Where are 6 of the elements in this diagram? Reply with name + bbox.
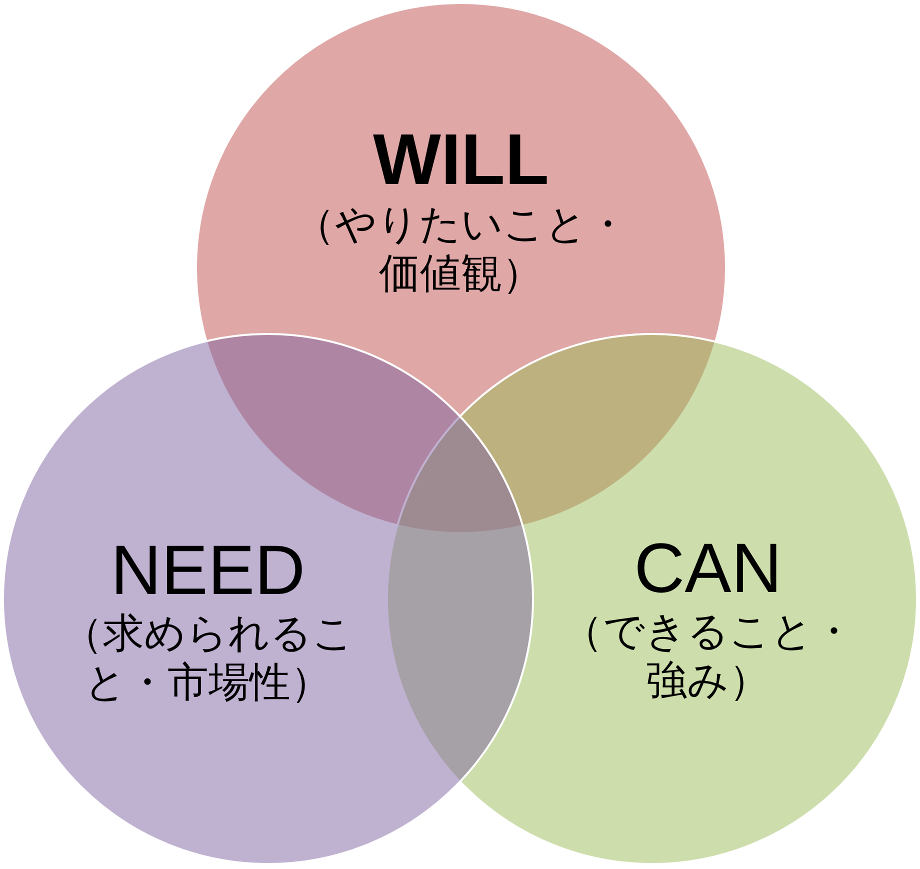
set-description: （やりたいこと・価値観） bbox=[292, 200, 629, 298]
set-title: NEED bbox=[110, 535, 306, 605]
set-description: （求められること・市場性） bbox=[60, 609, 355, 707]
set-title: CAN bbox=[634, 533, 782, 603]
set-title: WILL bbox=[373, 124, 549, 196]
set-description: （できること・強み） bbox=[560, 607, 855, 705]
